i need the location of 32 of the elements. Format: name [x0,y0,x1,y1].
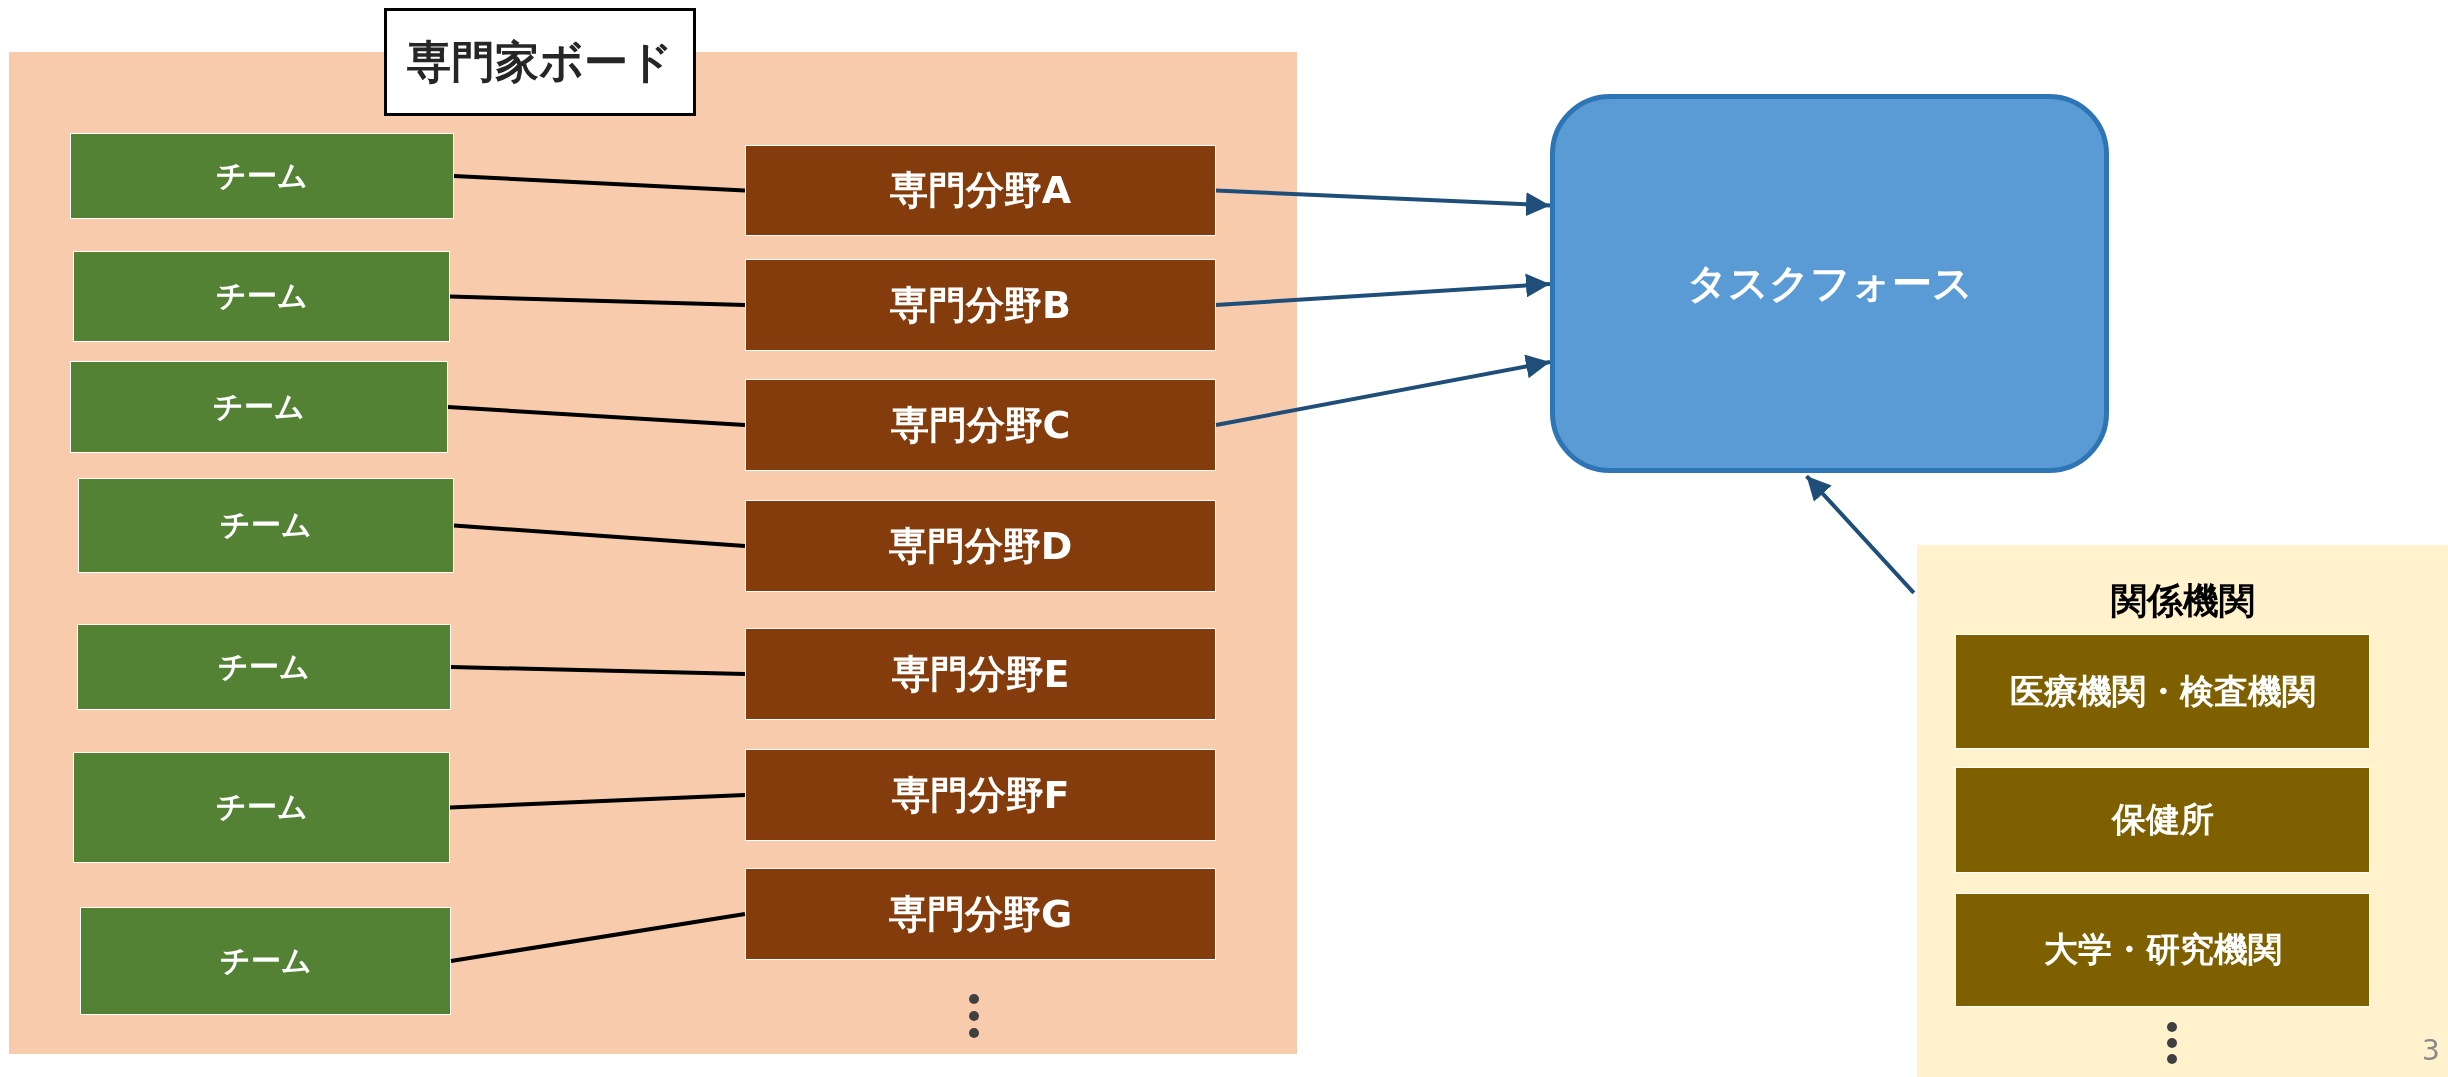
taskforce-box: タスクフォース [1550,94,2109,473]
team-box: チーム [80,907,451,1015]
team-box: チーム [70,361,448,453]
connector-line [450,912,746,963]
connector-line [453,174,746,193]
connector-line [453,523,746,548]
team-box: チーム [78,478,454,573]
field-box: 専門分野G [745,868,1216,960]
connector-line [449,793,746,810]
field-box: 専門分野F [745,749,1216,841]
panel-heading: 関係機関 [2109,579,2256,623]
field-box: 専門分野D [745,500,1216,592]
panel-heading: 専門家ボード [384,8,696,116]
agency-box: 医療機関・検査機関 [1955,634,2370,749]
arrow [1805,474,1916,595]
team-box: チーム [70,133,454,219]
arrow [1215,354,1551,427]
field-box: 専門分野E [745,628,1216,720]
arrow [1215,188,1551,217]
connector-line [450,665,746,676]
field-box: 専門分野B [745,259,1216,351]
team-box: チーム [77,624,451,710]
connector-line [449,294,746,307]
agency-box: 大学・研究機関 [1955,893,2370,1007]
field-box: 専門分野A [745,145,1216,236]
page-number: 3 [2422,1034,2440,1067]
field-box: 専門分野C [745,379,1216,471]
arrow [1215,273,1551,307]
connector-line [447,405,746,427]
team-box: チーム [73,752,450,863]
team-box: チーム [73,251,450,342]
agency-box: 保健所 [1955,767,2370,873]
